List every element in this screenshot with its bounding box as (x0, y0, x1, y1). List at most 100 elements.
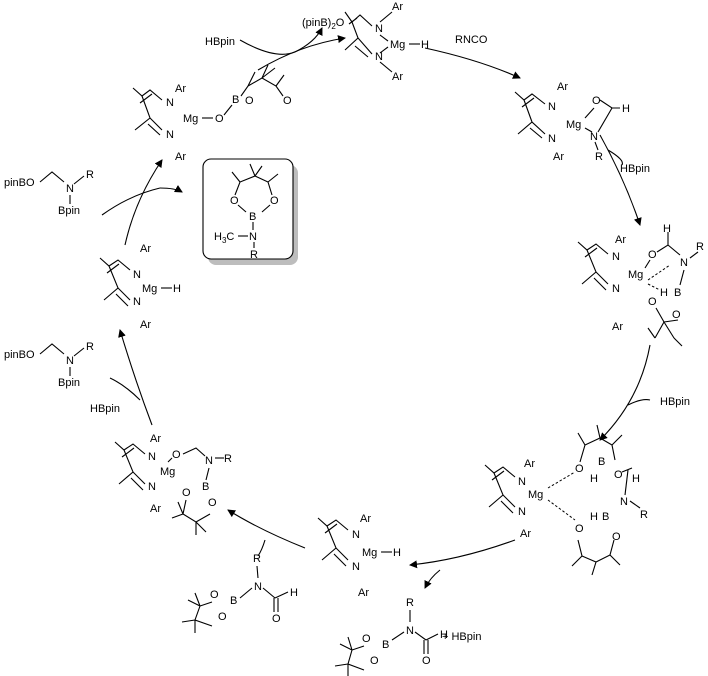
svg-text:N: N (548, 133, 556, 145)
svg-text:N: N (518, 506, 526, 518)
svg-text:O: O (283, 95, 292, 107)
svg-text:N: N (548, 101, 556, 113)
svg-text:N: N (612, 283, 620, 295)
svg-text:B: B (232, 94, 239, 106)
svg-text:Mg: Mg (183, 113, 198, 125)
arrow-left-upper-side-b (159, 185, 183, 193)
svg-text:pinBO: pinBO (4, 349, 35, 361)
cycle-arrows (101, 27, 651, 589)
svg-text:H: H (393, 547, 401, 559)
svg-text:N: N (148, 481, 156, 493)
svg-text:O: O (422, 655, 431, 667)
product-plus-hbpin: + HBpin (442, 631, 481, 643)
arrow-top-side-right (294, 27, 323, 53)
arrow-left-lower (118, 329, 153, 426)
svg-text:Mg: Mg (362, 547, 377, 559)
mg-formamidate-top-right: N N Mg Ar Ar O H N R (514, 81, 630, 163)
svg-text:Ar: Ar (615, 234, 626, 246)
svg-text:N: N (66, 183, 74, 195)
svg-text:Ar: Ar (140, 319, 151, 331)
svg-text:N: N (612, 251, 620, 263)
svg-text:B: B (598, 456, 605, 468)
mg-hbpin-adduct-right: N N Mg Ar Ar O H N R H B O O (577, 223, 704, 347)
svg-text:B: B (602, 511, 609, 523)
svg-text:Ar: Ar (150, 503, 161, 515)
svg-text:Ar: Ar (175, 83, 186, 95)
svg-text:B: B (202, 481, 209, 493)
svg-text:R: R (595, 151, 603, 163)
svg-text:H: H (590, 473, 598, 485)
svg-text:O: O (270, 195, 279, 207)
svg-text:Mg: Mg (160, 466, 175, 478)
svg-text:O: O (208, 497, 217, 509)
svg-text:N: N (205, 455, 213, 467)
svg-text:B: B (382, 639, 389, 651)
svg-text:B: B (674, 287, 681, 299)
svg-text:R: R (696, 241, 704, 253)
svg-text:O: O (172, 449, 181, 461)
svg-text:N: N (680, 257, 688, 269)
arrow-top (257, 35, 346, 71)
arrow-left-upper (124, 159, 163, 246)
methyl-label: H3C (214, 231, 234, 245)
arrow-bottom-right-side (424, 569, 441, 589)
svg-text:Ar: Ar (392, 71, 403, 83)
mg-bisboryl-adduct-bottom-right: N N Mg Ar Ar O B H O H N R O H B O (484, 424, 648, 576)
svg-text:R: R (253, 553, 261, 565)
svg-text:Ar: Ar (392, 1, 403, 13)
svg-text:R: R (86, 169, 94, 181)
svg-text:Mg: Mg (390, 39, 405, 51)
svg-text:N: N (166, 129, 174, 141)
svg-text:Ar: Ar (360, 513, 371, 525)
svg-text:Ar: Ar (612, 321, 623, 333)
reagent-rnco: RNCO (455, 34, 488, 46)
mg-aminomethoxide-lower-left: N N Mg Ar Ar O N R B O O (114, 433, 232, 535)
reagent-hbpin-right-2: HBpin (660, 396, 690, 408)
svg-text:Mg: Mg (566, 119, 581, 131)
svg-text:O: O (672, 309, 681, 321)
svg-text:O: O (614, 469, 623, 481)
svg-text:H: H (173, 283, 181, 295)
n-boryl-formamide-product: R N B H O O O (334, 597, 448, 676)
arrow-left-lower-side (109, 377, 141, 401)
arrow-bottom-left (227, 509, 306, 549)
reagent-hbpin-left: HBpin (90, 403, 120, 415)
svg-text:N: N (133, 296, 141, 308)
svg-text:R: R (406, 597, 414, 609)
svg-text:H: H (663, 223, 671, 235)
mg-oboryl-top-left: N N Mg Ar Ar O B O O (132, 64, 292, 163)
svg-text:N: N (518, 476, 526, 488)
svg-text:Ar: Ar (140, 243, 151, 255)
svg-text:N: N (352, 561, 360, 573)
svg-text:R: R (224, 453, 232, 465)
svg-text:N: N (166, 97, 174, 109)
svg-text:N: N (375, 51, 383, 63)
svg-text:Ar: Ar (150, 433, 161, 445)
svg-text:O: O (592, 95, 601, 107)
n-boryl-formamide-bottom-left: R N B H O O O (181, 553, 298, 633)
svg-text:Ar: Ar (553, 151, 564, 163)
aminal-lower-left: pinBO N R Bpin (4, 341, 94, 389)
svg-text:B: B (230, 595, 237, 607)
svg-text:N: N (406, 625, 414, 637)
svg-text:N: N (148, 451, 156, 463)
reagent-hbpin-right-1: HBpin (620, 163, 650, 175)
svg-text:O: O (648, 249, 657, 261)
reagent-hbpin-top: HBpin (205, 36, 235, 48)
reagent-pinb2o: (pinB)2O (302, 17, 345, 31)
svg-text:N: N (133, 269, 141, 281)
arrow-bottom-left-side (257, 539, 266, 557)
svg-text:R: R (640, 509, 648, 521)
svg-text:R: R (250, 249, 258, 261)
mg-hydride-left: N N Mg H Ar Ar (99, 243, 181, 331)
boxed-product: O O B N H3C R (202, 158, 298, 265)
svg-text:Ar: Ar (524, 458, 535, 470)
svg-text:Mg: Mg (628, 269, 643, 281)
arrow-right-2-side (627, 399, 651, 406)
svg-text:Ar: Ar (557, 81, 568, 93)
arrow-right-1-side (607, 149, 623, 166)
svg-text:O: O (218, 611, 227, 623)
svg-text:O: O (575, 523, 584, 535)
aminal-upper-left: pinBO N R Bpin (4, 169, 94, 217)
svg-text:N: N (249, 231, 257, 243)
